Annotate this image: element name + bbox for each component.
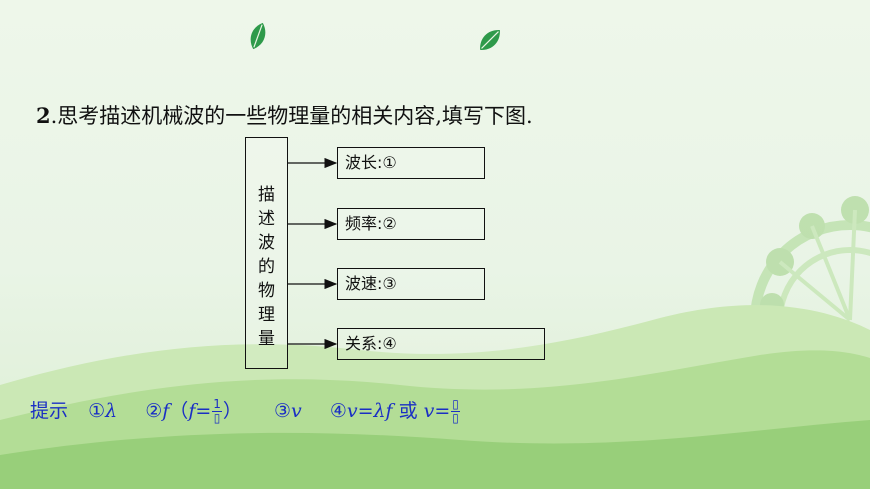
left-char: 量 — [258, 329, 275, 349]
item-label: 波长 — [345, 153, 378, 172]
question-number: 2 — [36, 103, 51, 128]
item-separator: : — [377, 334, 383, 353]
fraction-numerator: 1 — [212, 397, 222, 412]
item-blank: ③ — [382, 274, 397, 293]
item-box-wavelength: 波长:① — [337, 147, 485, 179]
item-blank: ② — [382, 214, 397, 233]
answer-3: v — [291, 400, 302, 422]
question-body: .思考描述机械波的一些物理量的相关内容,填写下图. — [50, 104, 533, 128]
left-char: 描 — [258, 185, 275, 205]
question-text: 2.思考描述机械波的一些物理量的相关内容,填写下图. — [36, 100, 533, 130]
answer-4-mark: ④ — [329, 400, 347, 422]
left-char: 理 — [258, 305, 275, 325]
item-separator: : — [377, 153, 383, 172]
answer-2-mark: ② — [145, 400, 163, 422]
answer-2-paren-open: （ — [169, 400, 189, 422]
answer-2-fraction: 1▯ — [212, 398, 222, 425]
answer-2: f — [162, 400, 170, 422]
left-char: 的 — [258, 257, 275, 277]
item-label: 频率 — [345, 214, 378, 233]
answer-4-v: v — [346, 400, 358, 422]
item-box-relation: 关系:④ — [337, 328, 545, 360]
fraction-numerator: ▯ — [451, 397, 460, 412]
answer-2-equals: = — [195, 400, 212, 422]
item-separator: : — [377, 274, 383, 293]
quantities-box: 描 述 波 的 物 理 量 — [245, 137, 288, 369]
left-char: 波 — [258, 233, 275, 253]
answer-2-f: f — [188, 400, 196, 422]
item-box-frequency: 频率:② — [337, 208, 485, 240]
answer-4-v2: v — [423, 400, 435, 422]
fraction-denominator: ▯ — [213, 411, 221, 425]
answer-4-fraction: ▯▯ — [451, 398, 460, 425]
leaf-icon-right — [480, 30, 500, 50]
item-box-speed: 波速:③ — [337, 268, 485, 300]
item-label: 波速 — [345, 274, 378, 293]
left-char: 述 — [258, 209, 275, 229]
item-blank: ① — [382, 153, 397, 172]
answer-1: λ — [105, 400, 118, 422]
answer-4-equals: = — [357, 400, 374, 422]
item-label: 关系 — [345, 334, 378, 353]
answer-2-paren-close: ） — [222, 400, 242, 422]
item-separator: : — [377, 214, 383, 233]
answer-4-equals-2: = — [434, 400, 451, 422]
fraction-denominator: ▯ — [452, 411, 459, 425]
answer-4-or: 或 — [398, 400, 418, 422]
answer-3-mark: ③ — [273, 400, 292, 422]
answer-4-lambda-f: λf — [373, 400, 393, 422]
leaf-icon-left — [250, 22, 266, 50]
hill-front — [0, 420, 870, 489]
item-blank: ④ — [382, 334, 397, 353]
left-char: 物 — [258, 281, 275, 301]
hint-label: 提示 — [30, 400, 69, 422]
answer-1-mark: ① — [88, 400, 106, 422]
